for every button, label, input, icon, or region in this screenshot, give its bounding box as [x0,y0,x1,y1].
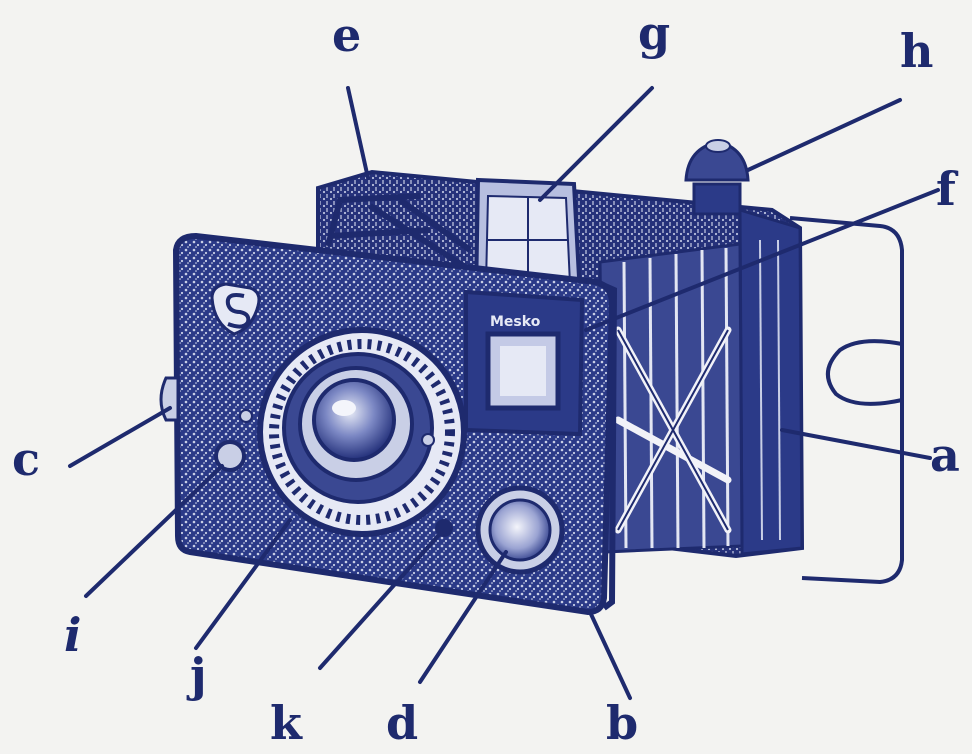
finder-plate [464,289,585,437]
brand-logo-icon [210,282,261,336]
callout-e: e [332,8,362,62]
leader-e [346,86,370,180]
wire-frame-finder [789,216,904,585]
lens-assembly [239,327,467,537]
callout-k: k [270,696,302,750]
callout-a: a [930,428,960,482]
top-knob [684,139,750,216]
callout-d: d [386,696,419,750]
leader-b [588,610,632,700]
leader-d [418,550,508,684]
callout-b: b [606,696,639,750]
callout-i: i [64,608,82,662]
leader-lines [68,86,940,700]
callout-c: c [12,432,41,486]
leader-i [84,464,224,598]
top-struts [325,193,472,273]
leader-h [746,98,902,172]
leader-f [584,188,940,332]
callout-f: f [936,162,956,216]
bellows [598,242,744,554]
lever-knob [214,440,246,472]
shutter-pin [435,519,453,537]
callout-g: g [638,6,671,60]
release-button [475,485,565,575]
callout-h: h [900,24,934,78]
optical-viewfinder [473,177,583,298]
callout-j: j [190,648,207,702]
leader-k [318,534,440,670]
leader-j [194,518,292,650]
leader-c [68,406,172,468]
leader-g [538,86,654,202]
leader-a [780,428,932,460]
